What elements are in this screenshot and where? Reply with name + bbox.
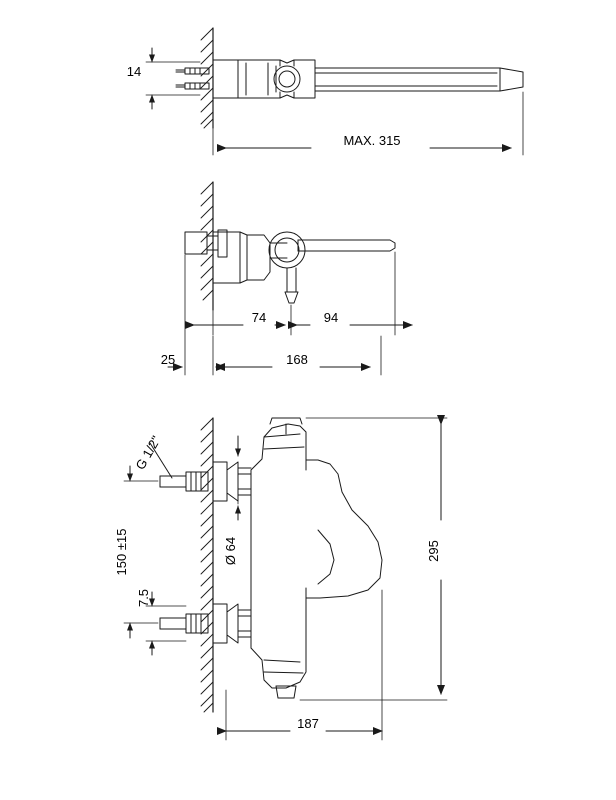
side-mixer-body [212,231,396,304]
label-front-150: 150 ±15 [114,529,129,576]
label-front-75: 7.5 [136,589,151,607]
side-view [167,181,413,376]
front-mixer-body [250,417,383,699]
dim-front-75 [145,591,187,656]
front-lower-inlet [159,603,252,644]
dim-side-74-94 [185,251,413,336]
top-inlet-fittings [175,67,210,90]
label-top-14: 14 [127,64,141,79]
top-wall-hatch [200,27,214,129]
top-mixer-body [212,59,316,99]
label-side-74: 74 [252,310,266,325]
label-front-diam64: Ø 64 [223,537,238,565]
label-side-168: 168 [286,352,308,367]
label-top-max315: MAX. 315 [343,133,400,148]
label-front-thread: G 1/2" [133,433,164,472]
dim-front-150 [123,465,159,639]
top-view [145,27,524,156]
front-upper-inlet [159,461,252,502]
dim-top-max315 [212,91,524,156]
dim-top-14 [145,47,201,110]
front-wall-hatch [200,417,214,713]
dim-front-187 [217,589,383,741]
front-view [123,415,448,741]
dim-front-295 [299,415,448,701]
label-front-187: 187 [297,716,319,731]
top-spout [314,67,524,92]
side-inlet-fitting [184,229,228,258]
side-wall-hatch [200,181,214,301]
dim-front-thread-leader [149,442,173,479]
label-side-94: 94 [324,310,338,325]
label-side-25: 25 [161,352,175,367]
dim-side-25-168 [167,254,382,376]
label-front-295: 295 [426,540,441,562]
